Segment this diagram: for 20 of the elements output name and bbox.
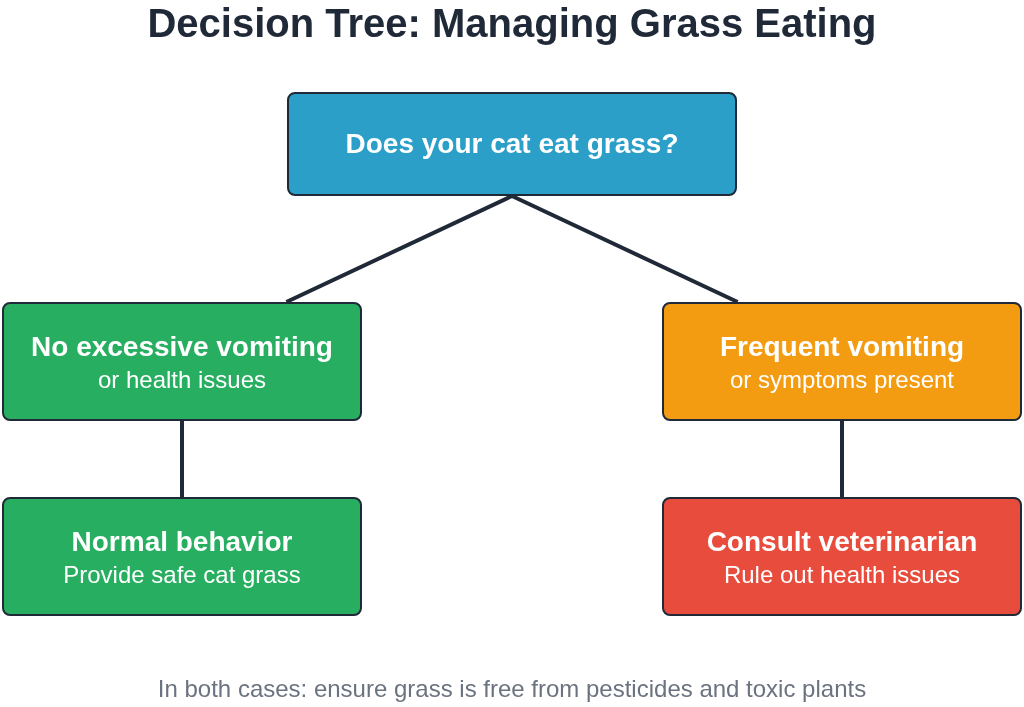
decision-box — [2, 302, 362, 421]
node-heading: Does your cat eat grass? — [345, 127, 679, 161]
node-detail: Provide safe cat grass — [63, 559, 301, 590]
decision-box — [662, 302, 1022, 421]
node-detail: or symptoms present — [729, 364, 955, 395]
decision-box — [2, 497, 362, 616]
diagram-title: Decision Tree: Managing Grass Eating — [146, 0, 878, 46]
node-heading: Normal behavior — [71, 524, 293, 559]
connector-line — [180, 421, 184, 497]
node-heading: Consult veterinarian — [706, 524, 978, 559]
node-heading: No excessive vomiting — [31, 329, 333, 364]
decision-box — [662, 497, 1022, 616]
caption-note: In both cases: ensure grass is free from pesticides and toxic plants — [156, 674, 868, 704]
decision-box — [287, 92, 737, 196]
node-detail: Rule out health issues — [723, 559, 961, 590]
connector-line — [511, 194, 739, 304]
node-detail: or health issues — [97, 364, 267, 395]
node-heading: Frequent vomiting — [719, 329, 965, 364]
connector-line — [840, 421, 844, 497]
connector-line — [285, 194, 513, 304]
